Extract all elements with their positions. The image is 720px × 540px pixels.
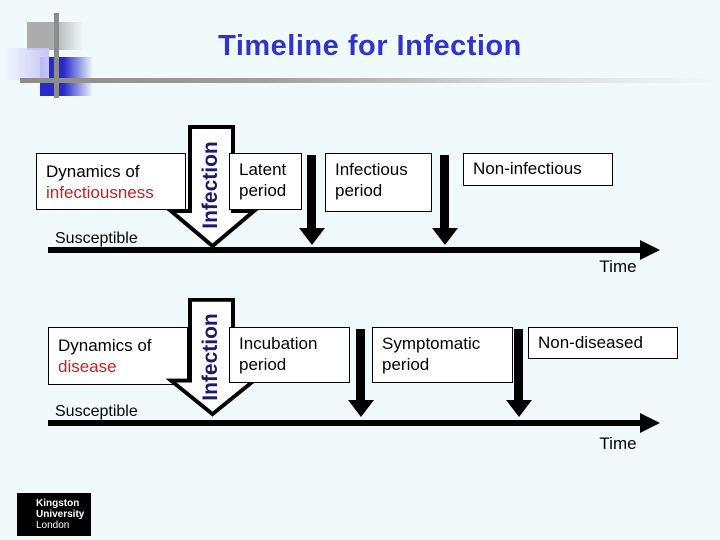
latent-period-box: Latent period: [229, 153, 302, 210]
title-rule: [20, 78, 720, 83]
susceptible-label: Susceptible: [55, 403, 138, 420]
timeline-arrowhead-icon: [640, 413, 660, 433]
dynamics-label-line2: infectiousness: [46, 183, 154, 202]
dynamics-label-line1: Dynamics of: [46, 162, 140, 181]
timeline-arrowhead-icon: [640, 240, 660, 260]
dynamics-of-disease-box: Dynamics of disease: [48, 327, 188, 385]
dynamics-label-line2: disease: [58, 357, 117, 376]
logo-line-2: University: [36, 509, 85, 520]
timeline-axis: [48, 247, 640, 253]
symptomatic-period-box: Symptomatic period: [372, 327, 513, 383]
decor-lavender-square: [3, 48, 49, 80]
logo-line-1: Kingston: [36, 498, 80, 509]
slide-title: Timeline for Infection: [218, 30, 522, 62]
infectious-period-box: Infectious period: [325, 153, 432, 212]
infection-block-arrow-icon: [165, 125, 260, 249]
event-arrow-head-icon: [506, 400, 532, 417]
dynamics-label-line1: Dynamics of: [58, 336, 152, 355]
event-arrow-head-icon: [299, 228, 325, 245]
infection-arrow-label: Infection: [199, 313, 222, 401]
decor-vertical-line: [54, 13, 59, 98]
non-diseased-box: Non-diseased: [528, 327, 678, 359]
event-arrow-shaft: [514, 329, 523, 400]
dynamics-of-infectiousness-box: Dynamics of infectiousness: [36, 153, 186, 210]
kingston-university-logo: Kingston University London: [17, 493, 91, 536]
event-arrow-shaft: [356, 329, 365, 400]
event-arrow-head-icon: [348, 400, 374, 417]
event-arrow-shaft: [307, 155, 316, 229]
incubation-period-box: Incubation period: [229, 327, 350, 383]
susceptible-label: Susceptible: [55, 230, 138, 247]
event-arrow-head-icon: [432, 228, 458, 245]
timeline-axis: [48, 420, 640, 426]
infection-block-arrow-icon: [165, 297, 260, 417]
infection-arrow-label: Infection: [199, 141, 222, 229]
time-axis-label: Time: [599, 257, 637, 276]
logo-line-3: London: [36, 520, 70, 531]
event-arrow-shaft: [440, 155, 449, 229]
non-infectious-box: Non-infectious: [463, 153, 613, 186]
time-axis-label: Time: [599, 434, 637, 453]
